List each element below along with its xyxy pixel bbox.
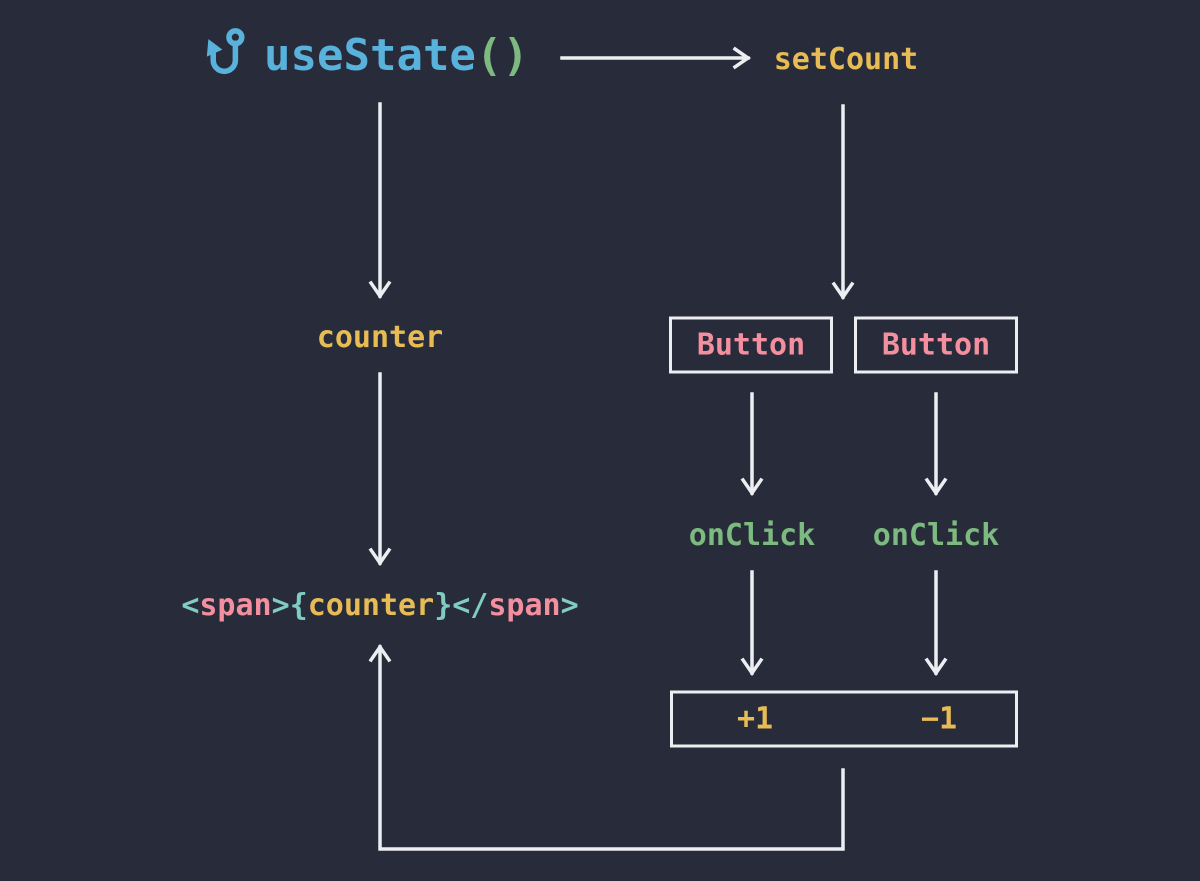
usestate-title: useState()	[264, 34, 529, 78]
code-close-brace: }	[434, 588, 453, 623]
usestate-label: useState	[264, 30, 476, 81]
code-tag-open: span	[199, 588, 272, 623]
usestate-parens: ()	[475, 30, 529, 81]
onclick-left-label: onClick	[688, 518, 816, 553]
arrow-feedback-loop-to-span	[368, 643, 845, 851]
code-open-bracket: <	[181, 588, 200, 623]
button-right-node: Button	[854, 316, 1018, 374]
button-left-node: Button	[669, 316, 833, 374]
code-open-brace: {	[289, 588, 308, 623]
button-right-label: Button	[881, 327, 991, 363]
code-final-bracket: >	[560, 588, 579, 623]
button-left-label: Button	[696, 327, 806, 363]
counter-label: counter	[316, 320, 444, 355]
diagram-title: useState()	[203, 26, 529, 86]
code-close-open-bracket: </	[452, 588, 489, 623]
span-code-line: <span>{counter}</span>	[181, 591, 578, 621]
decrement-label: −1	[920, 701, 958, 736]
setcount-label: setCount	[773, 42, 919, 77]
onclick-right-label: onClick	[872, 518, 1000, 553]
code-gt: >	[271, 588, 290, 623]
increment-label: +1	[736, 701, 774, 736]
fishhook-icon	[206, 28, 245, 75]
actions-node: +1 −1	[670, 690, 1018, 748]
code-counter-value: counter	[307, 588, 435, 623]
code-tag-close: span	[488, 588, 561, 623]
